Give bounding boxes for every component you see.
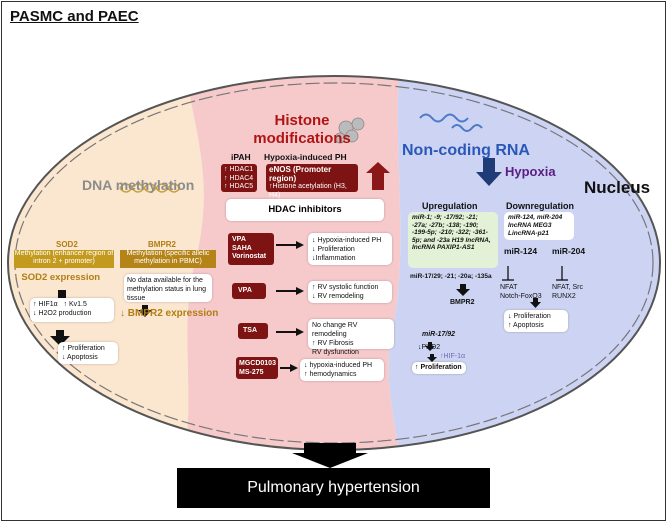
ncrna-outcome-box: ↓ Proliferation ↑ Apoptosis — [504, 310, 568, 332]
red-up-arrow-icon — [366, 162, 390, 190]
dna-outcome-box: ↑ Proliferation ↓ Apoptosis — [58, 342, 118, 364]
dna-helix-icon — [119, 183, 181, 193]
bmpr2-expression: ↓ BMPR2 expression — [120, 308, 219, 319]
bmpr2-target: BMPR2 — [450, 299, 475, 306]
upregulation-title: Upregulation — [422, 201, 478, 211]
ncrna-apoptosis-increase: ↑ Apoptosis — [508, 322, 544, 329]
hdac-box: ↑ HDAC1 ↑ HDAC4 ↑ HDAC5 — [221, 164, 257, 192]
hypoxia-label: Hypoxia — [505, 164, 556, 179]
dna-proliferation: ↑ Proliferation — [62, 345, 105, 352]
enos-box: eNOS (Promoter region) ↑Histone acetylat… — [266, 164, 358, 199]
result-arrow-icon — [292, 443, 368, 468]
dna-apoptosis: ↓ Apoptosis — [62, 354, 98, 361]
ncrna-proliferation-box: ↑ Proliferation — [412, 362, 466, 374]
downregulation-list: miR-124, miR-204 lncRNA MEG3 LincRNA-p21 — [504, 212, 574, 240]
mir204-label: miR-204 — [552, 246, 586, 256]
nucleus-label: Nucleus — [584, 178, 651, 197]
histone-molecule-icon — [334, 117, 365, 144]
drug-vpa: VPA — [232, 283, 266, 299]
drug-tsa: TSA — [238, 323, 268, 339]
sod2-header: SOD2 — [56, 240, 78, 249]
downregulation-title: Downregulation — [506, 201, 574, 211]
hdac1: ↑ HDAC1 — [224, 166, 254, 173]
mir204-targets: NFAT, Src RUNX2 — [552, 284, 583, 300]
enos-label: eNOS (Promoter region) — [269, 165, 332, 183]
h2o2-effect: ↓ H2O2 production — [33, 310, 92, 317]
mir124-label: miR-124 — [504, 246, 538, 256]
figure-title: PASMC and PAEC — [10, 8, 139, 25]
dna-methylation-title: DNA methylation — [82, 177, 195, 193]
blue-down-arrow-icon — [476, 158, 502, 186]
drug-vpa-saha-vorinostat: VPA SAHA Vorinostat — [228, 233, 274, 265]
mir124-targets: NFAT Notch-FoxO3 — [500, 284, 542, 300]
bmpr2-header: BMPR2 — [148, 240, 177, 249]
ipah-label: iPAH — [231, 152, 251, 162]
kv15-effect: ↑ Kv1.5 — [63, 301, 87, 308]
effect-row-4: ↓ hypoxia-induced PH ↑ hemodynamics — [300, 359, 384, 381]
mir-group-label: miR-17/29; -21; -20a; -135a — [410, 273, 492, 280]
ncrna-title: Non-coding RNA — [402, 142, 530, 159]
histone-acetylation: ↑Histone acetylation (H3, H4) — [269, 183, 347, 199]
ncrna-region — [388, 76, 660, 450]
sod2-effects-box: ↑ HIF1α ↑ Kv1.5 ↓ H2O2 production — [30, 298, 114, 322]
upregulation-list: miR-1; -9; -17/92; -21; -27a; -27b; -138… — [408, 212, 498, 268]
sod2-expression: ↓ SOD2 expression — [14, 272, 101, 283]
histone-title: Histone modifications — [253, 112, 351, 147]
mir1792-label: miR-17/92 — [422, 331, 456, 338]
hdac4: ↑ HDAC4 — [224, 174, 254, 182]
pulmonary-hypertension-box: Pulmonary hypertension — [177, 468, 490, 508]
bmpr2-methylation-box: Methylation (specific allelic methylatio… — [120, 250, 216, 268]
effect-row-3: No change RV remodeling ↑ RV Fibrosis RV… — [308, 319, 394, 356]
sod2-methylation-box: Methylation (enhancer region of intron 2… — [14, 250, 114, 268]
hif1a-effect: ↑ HIF1α — [33, 301, 58, 308]
ncrna-proliferation-decrease: ↓ Proliferation — [508, 313, 551, 320]
effect-row-1: ↓ Hypoxia-induced PH ↓ Proliferation ↓In… — [308, 233, 392, 265]
hdac5: ↑ HDAC5 — [224, 183, 254, 190]
drug-mgcd0103-ms275: MGCD0103 MS-275 — [236, 357, 278, 379]
hypoxia-ph-label: Hypoxia-induced PH — [264, 152, 347, 162]
hdac-inhibitors-box: HDAC inhibitors — [226, 199, 384, 221]
hif1a-label: ↑HIF-1α — [440, 353, 466, 360]
rna-strand-icon — [419, 113, 483, 132]
ncrna-arrows — [425, 266, 568, 362]
phd2-label: ↓PHD2 — [418, 344, 441, 351]
effect-row-2: ↑ RV systolic function ↓ RV remodeling — [308, 281, 392, 303]
bmpr2-note: No data available for the methylation st… — [124, 274, 212, 302]
histone-arrows — [276, 241, 304, 372]
